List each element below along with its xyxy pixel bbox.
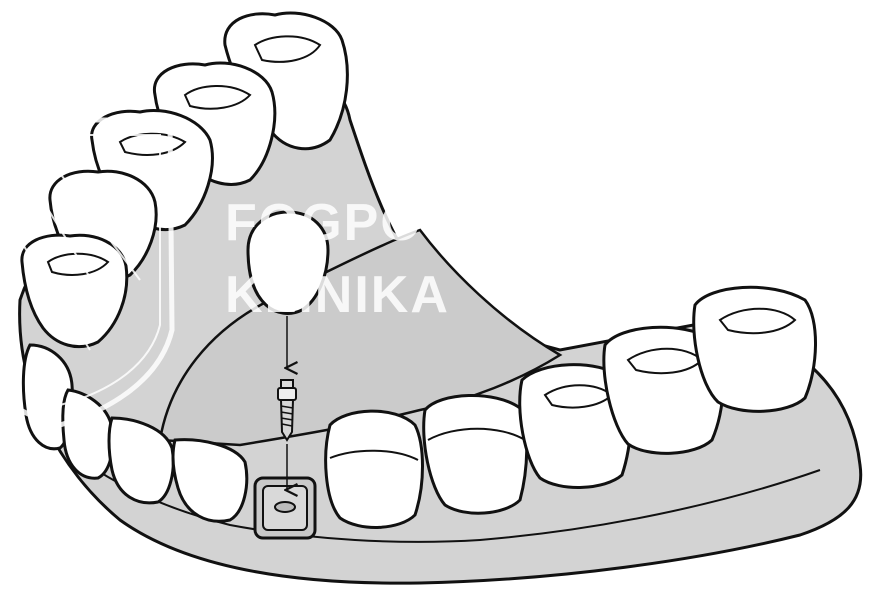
implant-socket-icon [255,478,315,538]
watermark-line1: FOGPÓTLÁSTANI [225,194,692,252]
watermark-line2: KLINIKA [225,266,450,324]
